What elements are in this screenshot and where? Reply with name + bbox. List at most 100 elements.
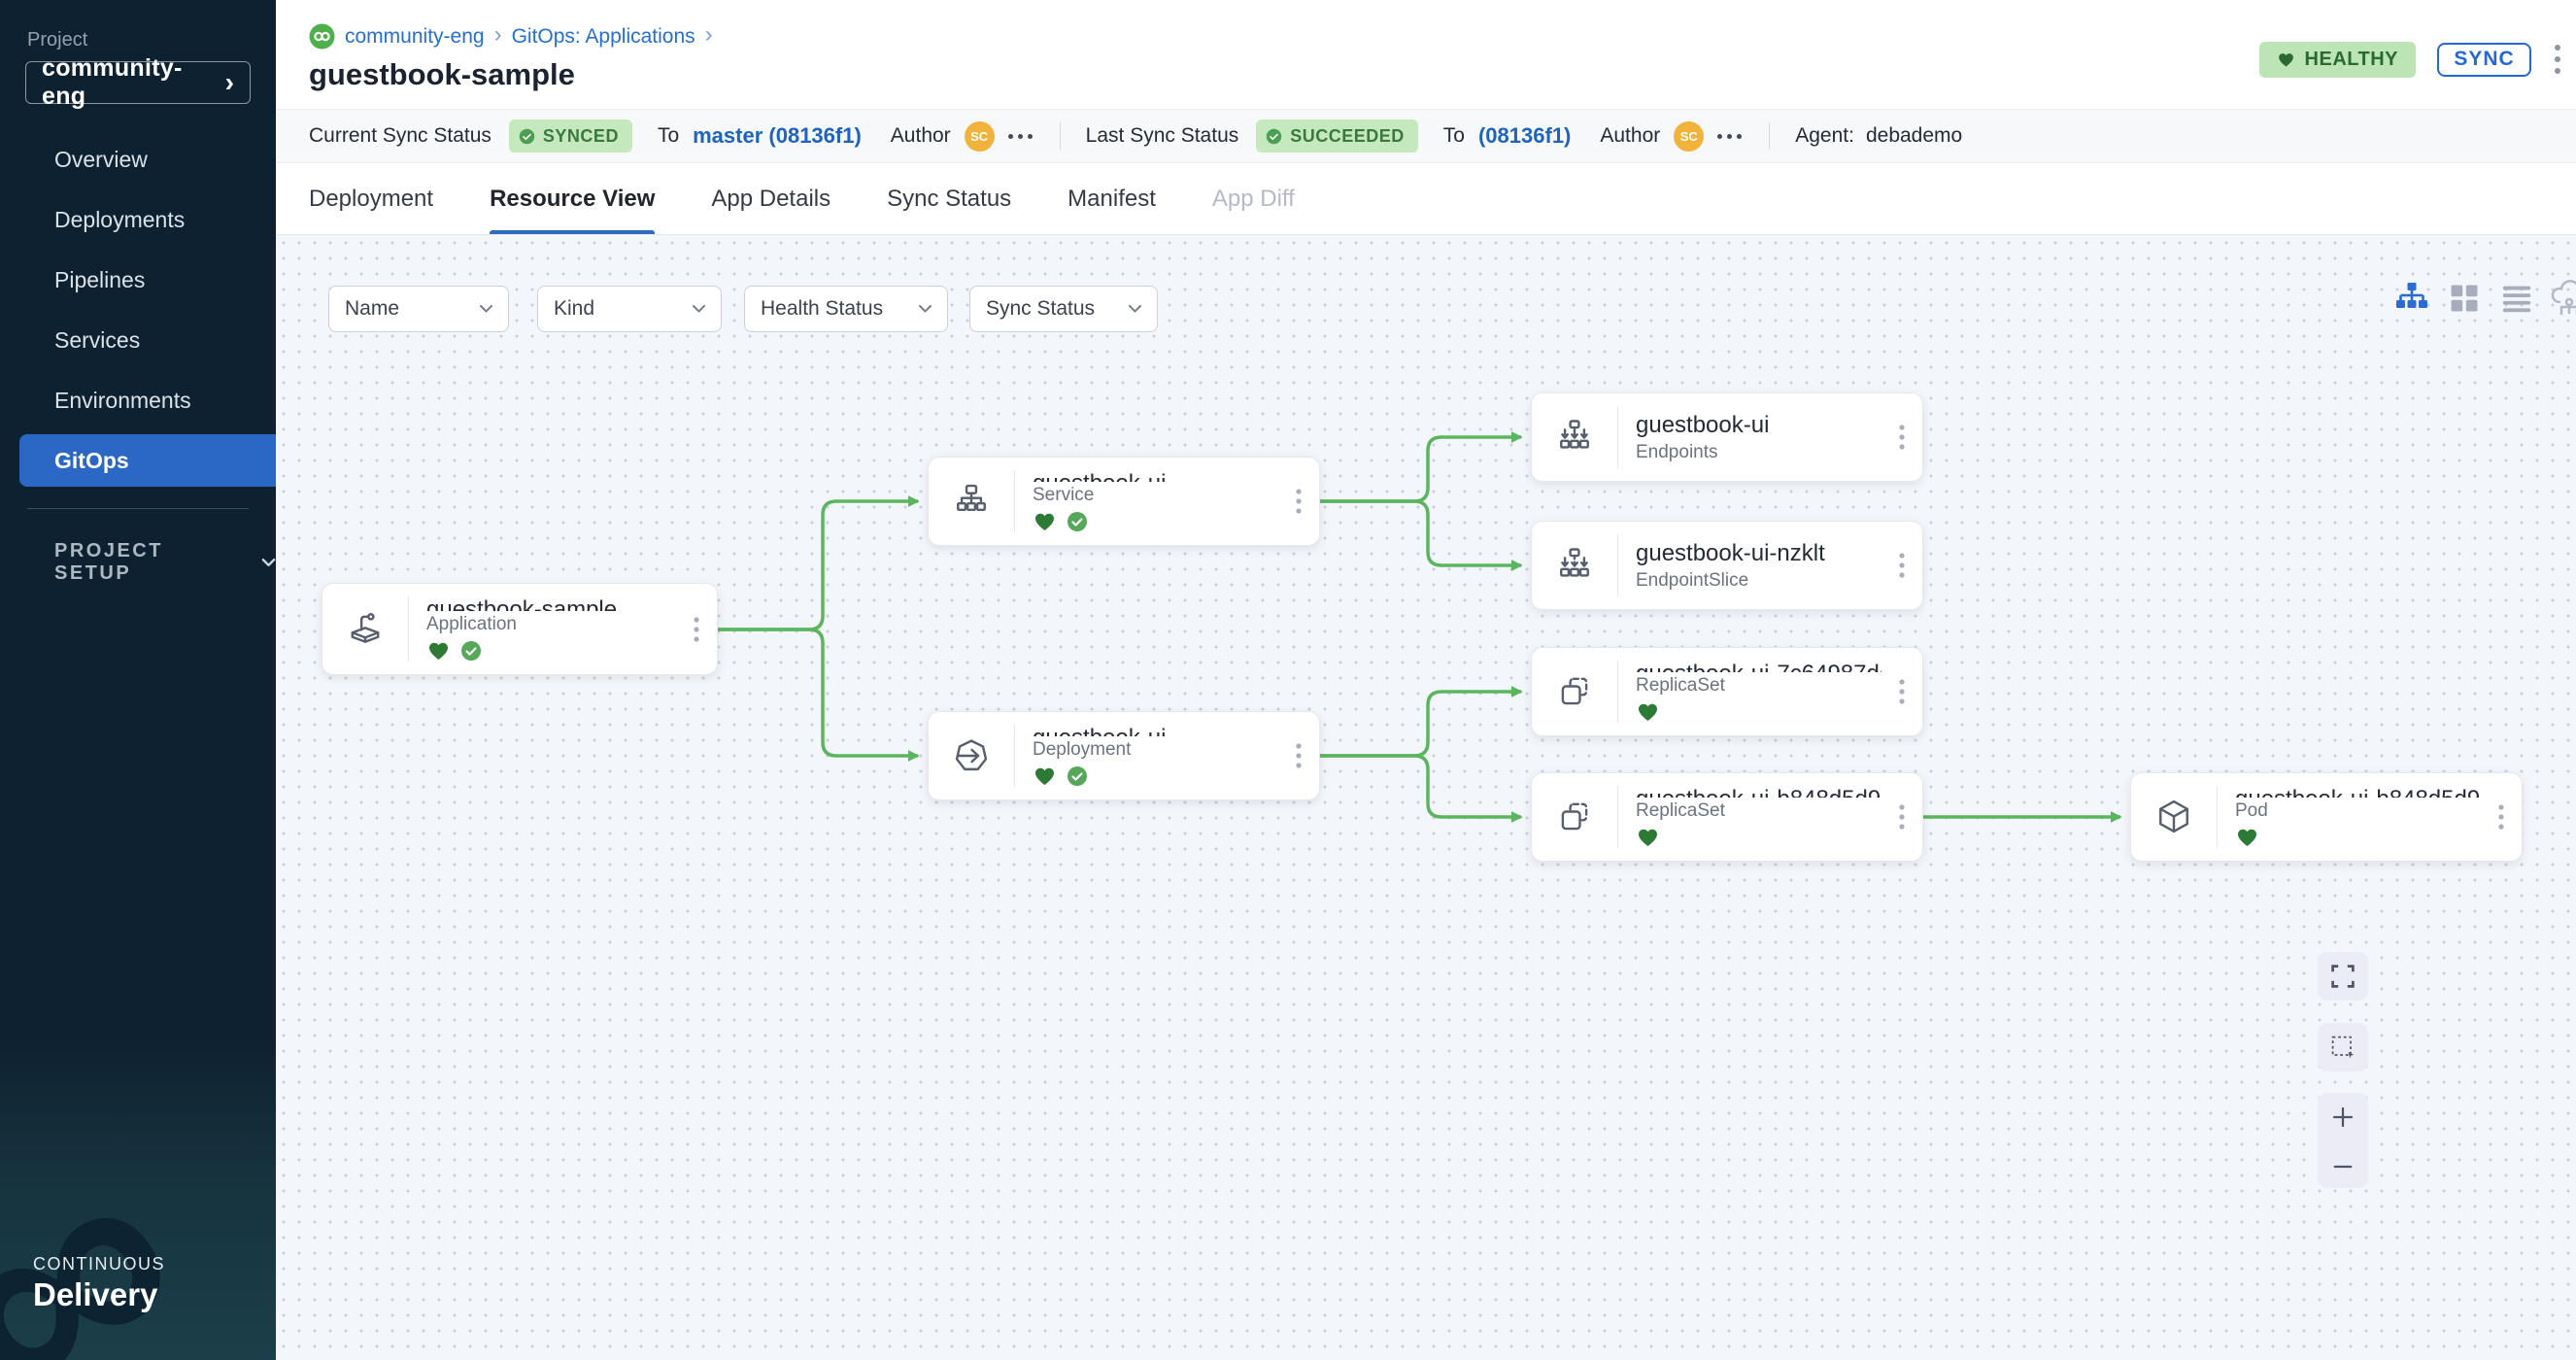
node-menu-icon[interactable]: [1881, 773, 1922, 861]
node-title: guestbook-ui: [1033, 470, 1278, 482]
chevron-down-icon: [919, 305, 932, 313]
breadcrumb-section-link[interactable]: GitOps: Applications: [511, 24, 695, 48]
resource-node-endpoints[interactable]: guestbook-ui Endpoints: [1531, 392, 1923, 482]
node-kind: ReplicaSet: [1636, 800, 1725, 821]
sidebar-item-deployments[interactable]: Deployments: [54, 206, 186, 232]
endpointslice-icon: [1532, 522, 1617, 609]
heart-icon: [1035, 767, 1054, 785]
project-selector[interactable]: community-eng ›: [25, 54, 251, 110]
heart-icon: [1639, 829, 1657, 846]
divider: [1769, 122, 1771, 150]
sidebar-item-services[interactable]: Services: [54, 326, 141, 353]
sync-button[interactable]: SYNC: [2437, 42, 2531, 77]
tab-app-diff[interactable]: App Diff: [1211, 185, 1295, 212]
resource-node-replicaset-1[interactable]: guestbook-ui-7c64987dc9 ReplicaSet: [1531, 647, 1923, 736]
tree-view-toggle[interactable]: [2391, 278, 2432, 319]
node-title: guestbook-ui-nzklt: [1636, 539, 1825, 566]
zoom-control: [2318, 1093, 2368, 1188]
resource-node-pod[interactable]: guestbook-ui-b848d5d9... Pod: [2130, 772, 2523, 862]
tab-sync-status[interactable]: Sync Status: [887, 185, 1012, 212]
node-title: guestbook-ui-b848d5d9d: [1636, 786, 1881, 798]
resource-node-application[interactable]: guestbook-sample Application: [322, 583, 718, 675]
sidebar-item-gitops[interactable]: GitOps: [19, 434, 276, 487]
sidebar-footer: ∞: [0, 1039, 276, 1360]
zoom-out-button[interactable]: [2328, 1159, 2357, 1174]
tab-resource-view[interactable]: Resource View: [490, 163, 656, 234]
heart-icon: [2238, 829, 2256, 846]
replicaset-icon: [1532, 773, 1617, 861]
zoom-in-button[interactable]: [2328, 1103, 2357, 1132]
node-kind: Deployment: [1033, 739, 1132, 760]
deployment-icon: [929, 712, 1014, 799]
node-status: [1636, 827, 1881, 848]
node-menu-icon[interactable]: [1278, 458, 1319, 545]
chevron-down-icon: [480, 305, 492, 313]
node-menu-icon[interactable]: [1278, 712, 1319, 799]
resource-node-endpointslice[interactable]: guestbook-ui-nzklt EndpointSlice: [1531, 521, 1923, 610]
sidebar-item-environments[interactable]: Environments: [54, 387, 191, 413]
heart-icon: [429, 642, 448, 660]
tree-view-icon: [2396, 283, 2427, 308]
more-options-icon[interactable]: [2553, 41, 2562, 78]
fullscreen-icon: [2331, 965, 2355, 988]
resource-node-deployment[interactable]: guestbook-ui Deployment: [928, 711, 1320, 800]
commit-details-icon[interactable]: [1715, 128, 1744, 145]
resource-node-replicaset-2[interactable]: guestbook-ui-b848d5d9d ReplicaSet: [1531, 772, 1923, 862]
node-menu-icon[interactable]: [676, 584, 717, 674]
sidebar: Project community-eng › Overview Deploym…: [0, 0, 276, 1360]
filter-health-status[interactable]: Health Status: [744, 286, 948, 332]
node-kind: Application: [426, 614, 517, 634]
current-target-link[interactable]: master (08136f1): [693, 123, 862, 148]
chevron-down-icon: [1129, 305, 1141, 313]
list-view-toggle[interactable]: [2496, 278, 2537, 319]
avatar: SC: [1674, 120, 1705, 152]
node-status: [1033, 765, 1278, 787]
project-setup-toggle[interactable]: PROJECT SETUP: [54, 540, 276, 585]
succeeded-badge: SUCCEEDED: [1256, 119, 1418, 153]
plus-icon: [2332, 1106, 2354, 1128]
filter-sync-status[interactable]: Sync Status: [969, 286, 1158, 332]
commit-details-icon[interactable]: [1006, 128, 1034, 145]
list-view-icon: [2502, 286, 2531, 313]
cloud-view-toggle[interactable]: [2549, 278, 2576, 319]
sidebar-item-pipelines[interactable]: Pipelines: [54, 266, 146, 292]
marquee-select-button[interactable]: [2318, 1023, 2368, 1071]
last-target-link[interactable]: (08136f1): [1477, 123, 1572, 148]
chevron-down-icon: [693, 305, 705, 313]
node-status: [1033, 511, 1278, 532]
node-title: guestbook-sample: [426, 596, 618, 611]
agent-name: debademo: [1865, 124, 1963, 147]
divider: [1059, 122, 1061, 150]
node-menu-icon[interactable]: [1881, 393, 1922, 481]
heart-icon: [1639, 703, 1657, 721]
avatar: SC: [964, 120, 995, 152]
author-label: Author: [890, 124, 951, 147]
check-circle-icon: [461, 641, 481, 661]
breadcrumb-project-link[interactable]: community-eng: [345, 24, 485, 48]
grid-view-toggle[interactable]: [2444, 278, 2485, 319]
node-title: guestbook-ui: [1033, 725, 1278, 736]
fullscreen-button[interactable]: [2318, 952, 2368, 1001]
harness-watermark-icon: ∞: [0, 1081, 239, 1360]
agent-label: Agent:: [1795, 124, 1854, 147]
synced-badge: SYNCED: [508, 119, 632, 153]
node-status: [1636, 701, 1881, 723]
service-icon: [929, 458, 1014, 545]
tab-bar: Deployment Resource View App Details Syn…: [276, 163, 2576, 235]
node-kind: Pod: [2235, 800, 2268, 821]
node-menu-icon[interactable]: [1881, 522, 1922, 609]
tab-app-details[interactable]: App Details: [711, 185, 831, 212]
node-menu-icon[interactable]: [1881, 648, 1922, 735]
resource-tree-canvas[interactable]: Name Kind Health Status Sync Status: [276, 235, 2576, 1360]
resource-node-service[interactable]: guestbook-ui Service: [928, 457, 1320, 546]
sidebar-item-overview[interactable]: Overview: [54, 146, 148, 172]
filter-name[interactable]: Name: [328, 286, 509, 332]
filter-kind[interactable]: Kind: [537, 286, 722, 332]
tab-manifest[interactable]: Manifest: [1068, 185, 1156, 212]
check-circle-icon: [1068, 766, 1087, 786]
tab-deployment[interactable]: Deployment: [309, 185, 434, 212]
grid-view-icon: [2451, 285, 2478, 312]
endpoints-icon: [1532, 393, 1617, 481]
node-menu-icon[interactable]: [2481, 773, 2522, 861]
